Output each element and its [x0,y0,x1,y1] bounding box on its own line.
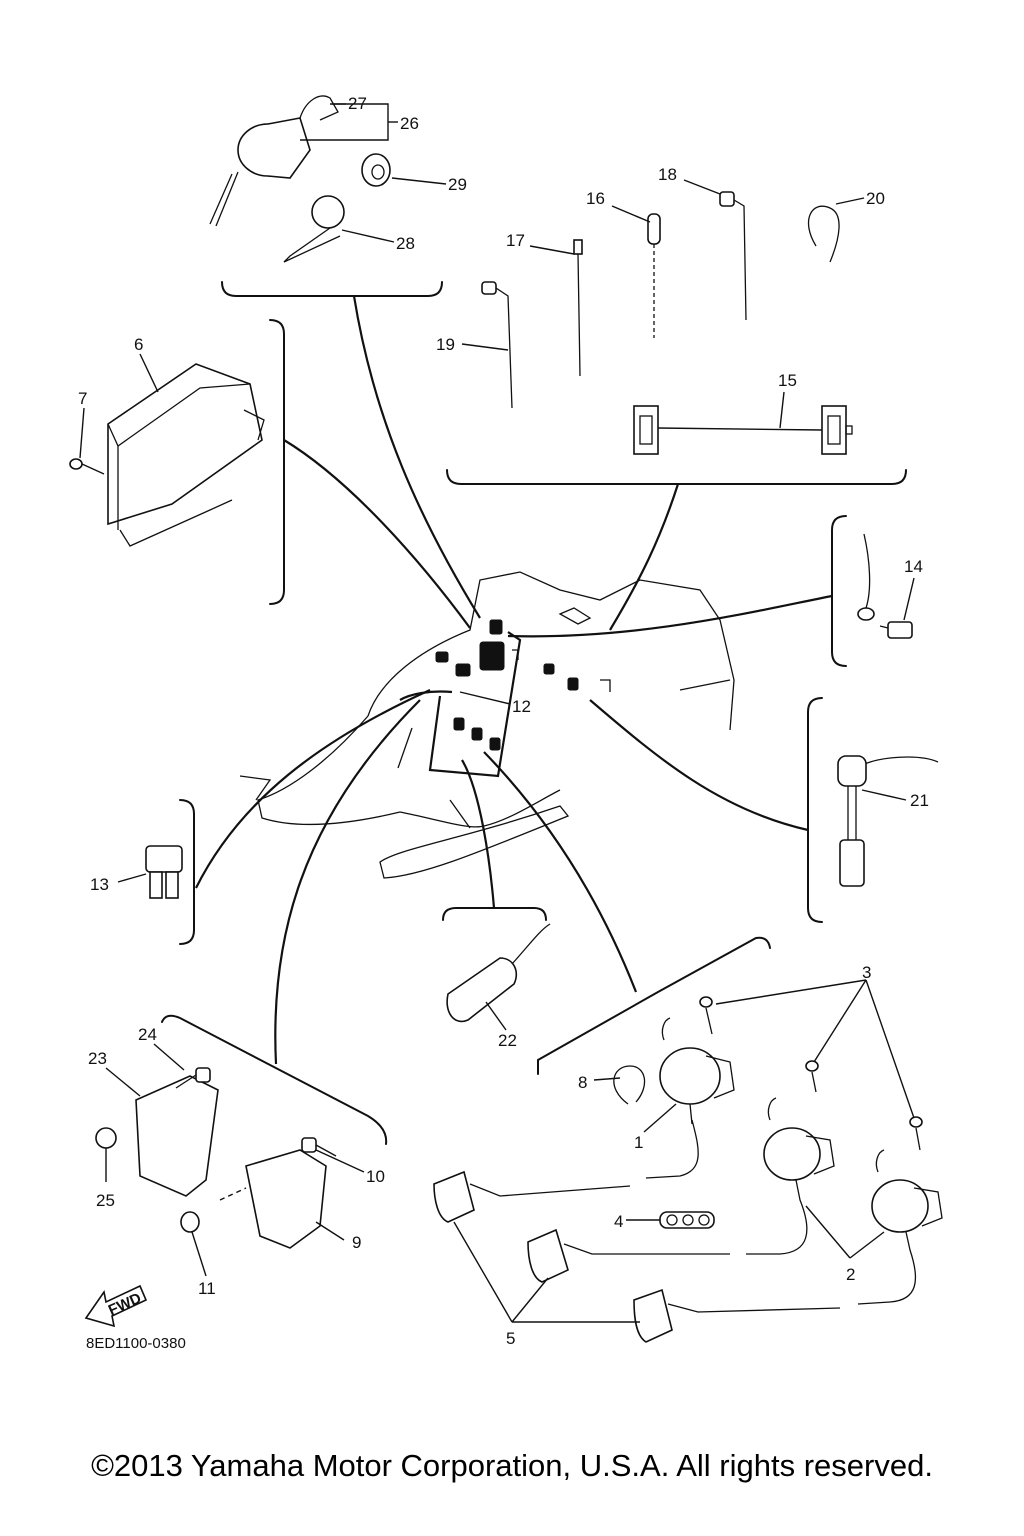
wire-harness [195,295,833,1065]
fwd-arrow: FWD [84,1284,148,1328]
label-17: 17 [506,231,525,250]
tie-17 [573,239,583,377]
label-2: 2 [846,1265,855,1284]
ignition-coil-2a [746,1097,835,1255]
harness-connectors [435,619,611,751]
band-15 [633,405,853,455]
label-28: 28 [396,234,415,253]
bolt-24 [175,1067,211,1089]
label-23: 23 [88,1049,107,1068]
main-switch-assembly [209,95,339,227]
label-20: 20 [866,189,885,208]
group-brackets [161,281,907,1145]
label-6: 6 [134,335,143,354]
nut-11 [180,1211,200,1233]
label-18: 18 [658,165,677,184]
fuse-holder-16 [647,213,661,338]
relay-9 [245,1149,327,1249]
clip-4 [659,1211,715,1229]
cap-22 [446,923,551,1023]
cap-29 [361,153,391,187]
fwd-label: FWD [106,1290,144,1319]
rectifier-23 [135,1075,219,1197]
sensor-21 [837,755,939,887]
label-1: 1 [634,1133,643,1152]
label-14: 14 [904,557,923,576]
tie-19 [481,281,513,409]
label-25: 25 [96,1191,115,1210]
label-15: 15 [778,371,797,390]
label-9: 9 [352,1233,361,1252]
plug-caps-5 [433,1170,841,1343]
label-26: 26 [400,114,419,133]
label-11: 11 [198,1279,216,1298]
copyright-notice: ©2013 Yamaha Motor Corporation, U.S.A. A… [91,1448,933,1483]
clamp-20 [807,205,840,263]
ignition-coil-2b [857,1149,943,1305]
ground-lead-14 [857,533,913,639]
label-7: 7 [78,389,87,408]
label-24: 24 [138,1025,157,1044]
label-13: 13 [90,875,109,894]
label-22: 22 [498,1031,517,1050]
label-10: 10 [366,1167,385,1186]
connector-13 [145,845,183,899]
label-3: 3 [862,963,871,982]
label-5: 5 [506,1329,515,1348]
leader-lines [79,103,915,1323]
bolt-10 [301,1137,337,1157]
ignition-coil-1 [645,1017,735,1179]
label-16: 16 [586,189,605,208]
label-19: 19 [436,335,455,354]
part-labels: 1 2 3 4 5 6 7 8 9 10 11 12 13 14 15 16 1… [78,94,929,1348]
switch-28 [283,195,345,263]
label-4: 4 [614,1212,623,1231]
screws-3 [699,996,923,1151]
label-21: 21 [910,791,929,810]
label-29: 29 [448,175,467,194]
label-12: 12 [512,697,531,716]
tie-18 [719,191,747,321]
drawing-code: 8ED1100-0380 [86,1335,186,1352]
label-8: 8 [578,1073,587,1092]
clamp-8 [613,1065,646,1105]
label-27: 27 [348,94,367,113]
nut-25 [95,1127,117,1149]
cdi-unit [107,363,265,547]
vehicle-body [239,571,735,879]
screw-7 [69,458,105,475]
